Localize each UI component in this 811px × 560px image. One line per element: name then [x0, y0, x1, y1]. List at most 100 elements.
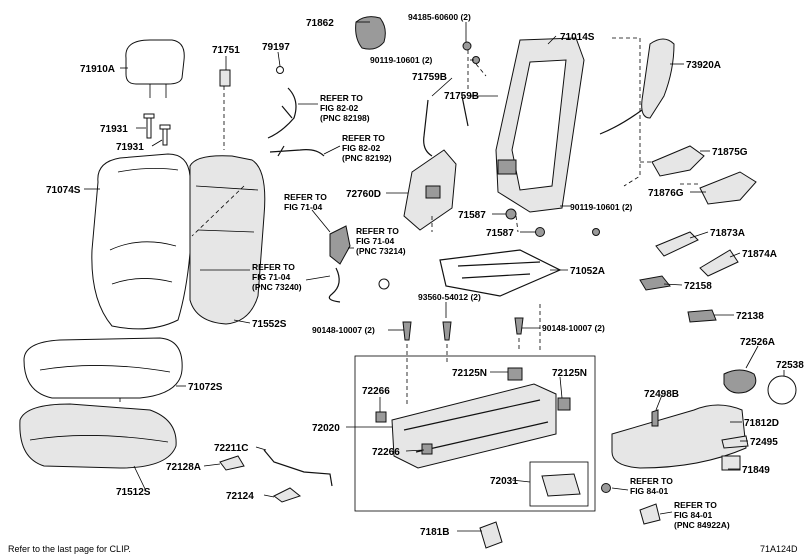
refer-line: REFER TO: [252, 262, 295, 272]
refer-line: (PNC 73240): [252, 282, 302, 292]
part-label: 71931: [100, 124, 128, 135]
headrest: [125, 39, 185, 98]
part-label: 72125N: [552, 368, 587, 379]
part-label: 93560-54012 (2): [418, 292, 481, 302]
cover-72128a: [219, 455, 245, 471]
seat-cushion-cover: [23, 337, 183, 399]
clip-71587-upper: [505, 208, 517, 220]
part-label: 72498B: [644, 389, 679, 400]
part-label: 71751: [212, 45, 240, 56]
part-label: 72125N: [452, 368, 487, 379]
seat-spring-71052a: [439, 249, 562, 297]
clip-84-01: [601, 483, 611, 493]
cover-71876g: [699, 171, 757, 205]
part-label: 71052A: [570, 266, 605, 277]
part-label: 71849: [742, 465, 770, 476]
sub-box-72031: [529, 461, 589, 507]
spring-71759b-right: [461, 95, 469, 127]
airbag-wire: [599, 109, 643, 135]
screw-79197: [276, 66, 284, 74]
part-label: 90148-10007 (2): [312, 325, 375, 335]
lumbar-support-72760d: [403, 149, 457, 231]
part-label: 71876G: [648, 188, 684, 199]
seatback-cover: [91, 153, 193, 330]
refer-line: FIG 82-02: [320, 103, 359, 113]
switch-73214: [329, 225, 351, 265]
part-label: 71759B: [412, 72, 447, 83]
rod-72211c: [263, 449, 333, 487]
part-label: 94185-60600 (2): [408, 12, 471, 22]
cover-72495: [721, 435, 749, 449]
part-label: 90119-10601 (2): [570, 202, 633, 212]
cover-71862: [355, 16, 386, 50]
grommet: [378, 278, 390, 290]
wire-harness-82198: [267, 87, 297, 139]
footer-note: Refer to the last page for CLIP.: [8, 544, 131, 554]
part-label: 7181B: [420, 527, 449, 538]
headrest-guides: [143, 113, 171, 146]
cover-71875g: [651, 145, 705, 177]
part-label: 71931: [116, 142, 144, 153]
knob-72538: [767, 375, 797, 405]
figure-code: 71A124D: [760, 544, 798, 554]
clip-71587-lower: [535, 227, 545, 237]
part-label: 72124: [226, 491, 254, 502]
part-labels: 71910A 71751 79197 71862 94185-60600 (2)…: [46, 12, 804, 538]
clip-71751: [219, 69, 231, 87]
cover-71873a: [655, 231, 699, 257]
part-label: 71014S: [560, 32, 595, 43]
cover-72124: [273, 487, 302, 503]
bolt-90148-right: [514, 317, 524, 335]
bolt-93560: [442, 321, 452, 341]
leader-lines: [84, 21, 785, 532]
trim-72158: [639, 275, 671, 291]
part-label: 72760D: [346, 189, 381, 200]
part-label: 71812D: [744, 418, 779, 429]
bracket-7181b: [479, 521, 503, 549]
refer-line: FIG 84-01: [630, 486, 669, 496]
refer-line: FIG 71-04: [252, 272, 291, 282]
part-label: 71759B: [444, 91, 479, 102]
part-label: 72020: [312, 423, 340, 434]
part-label: 71587: [486, 228, 514, 239]
nut-94185: [462, 41, 472, 51]
part-label: 72266: [372, 447, 400, 458]
refer-line: (PNC 82192): [342, 153, 392, 163]
switch-84922a: [639, 503, 661, 525]
part-label: 71512S: [116, 487, 151, 498]
cover-71874a: [699, 249, 739, 277]
refer-line: (PNC 73214): [356, 246, 406, 256]
refer-line: (PNC 82198): [320, 113, 370, 123]
part-label: 72266: [362, 386, 390, 397]
clip-72498b: [651, 409, 659, 427]
part-label: 72495: [750, 437, 778, 448]
refer-line: REFER TO: [356, 226, 399, 236]
part-label: 71862: [306, 18, 334, 29]
part-label: 71072S: [188, 382, 223, 393]
refer-line: FIG 71-04: [356, 236, 395, 246]
bolt-90119-lower: [592, 228, 600, 236]
part-label: 71873A: [710, 228, 745, 239]
refer-line: REFER TO: [284, 192, 327, 202]
wire-harness-82192: [269, 145, 325, 157]
part-label: 71552S: [252, 319, 287, 330]
cover-71849: [721, 455, 741, 471]
bolt-90148-left: [402, 321, 412, 341]
refer-line: FIG 71-04: [284, 202, 323, 212]
wire-73240: [328, 267, 341, 303]
part-72031: [541, 473, 581, 497]
spring-71759b-left: [423, 99, 433, 157]
part-label: 73920A: [686, 60, 721, 71]
refer-notes: REFER TO FIG 82-02 (PNC 82198) REFER TO …: [252, 93, 730, 530]
part-label: 71874A: [742, 249, 777, 260]
refer-line: (PNC 84922A): [674, 520, 730, 530]
seatback-frame: [495, 37, 585, 213]
refer-line: REFER TO: [674, 500, 717, 510]
part-label: 72128A: [166, 462, 201, 473]
refer-line: FIG 82-02: [342, 143, 381, 153]
refer-line: REFER TO: [320, 93, 363, 103]
part-label: 71074S: [46, 185, 81, 196]
part-label: 90148-10007 (2): [542, 323, 605, 333]
part-label: 79197: [262, 42, 290, 53]
